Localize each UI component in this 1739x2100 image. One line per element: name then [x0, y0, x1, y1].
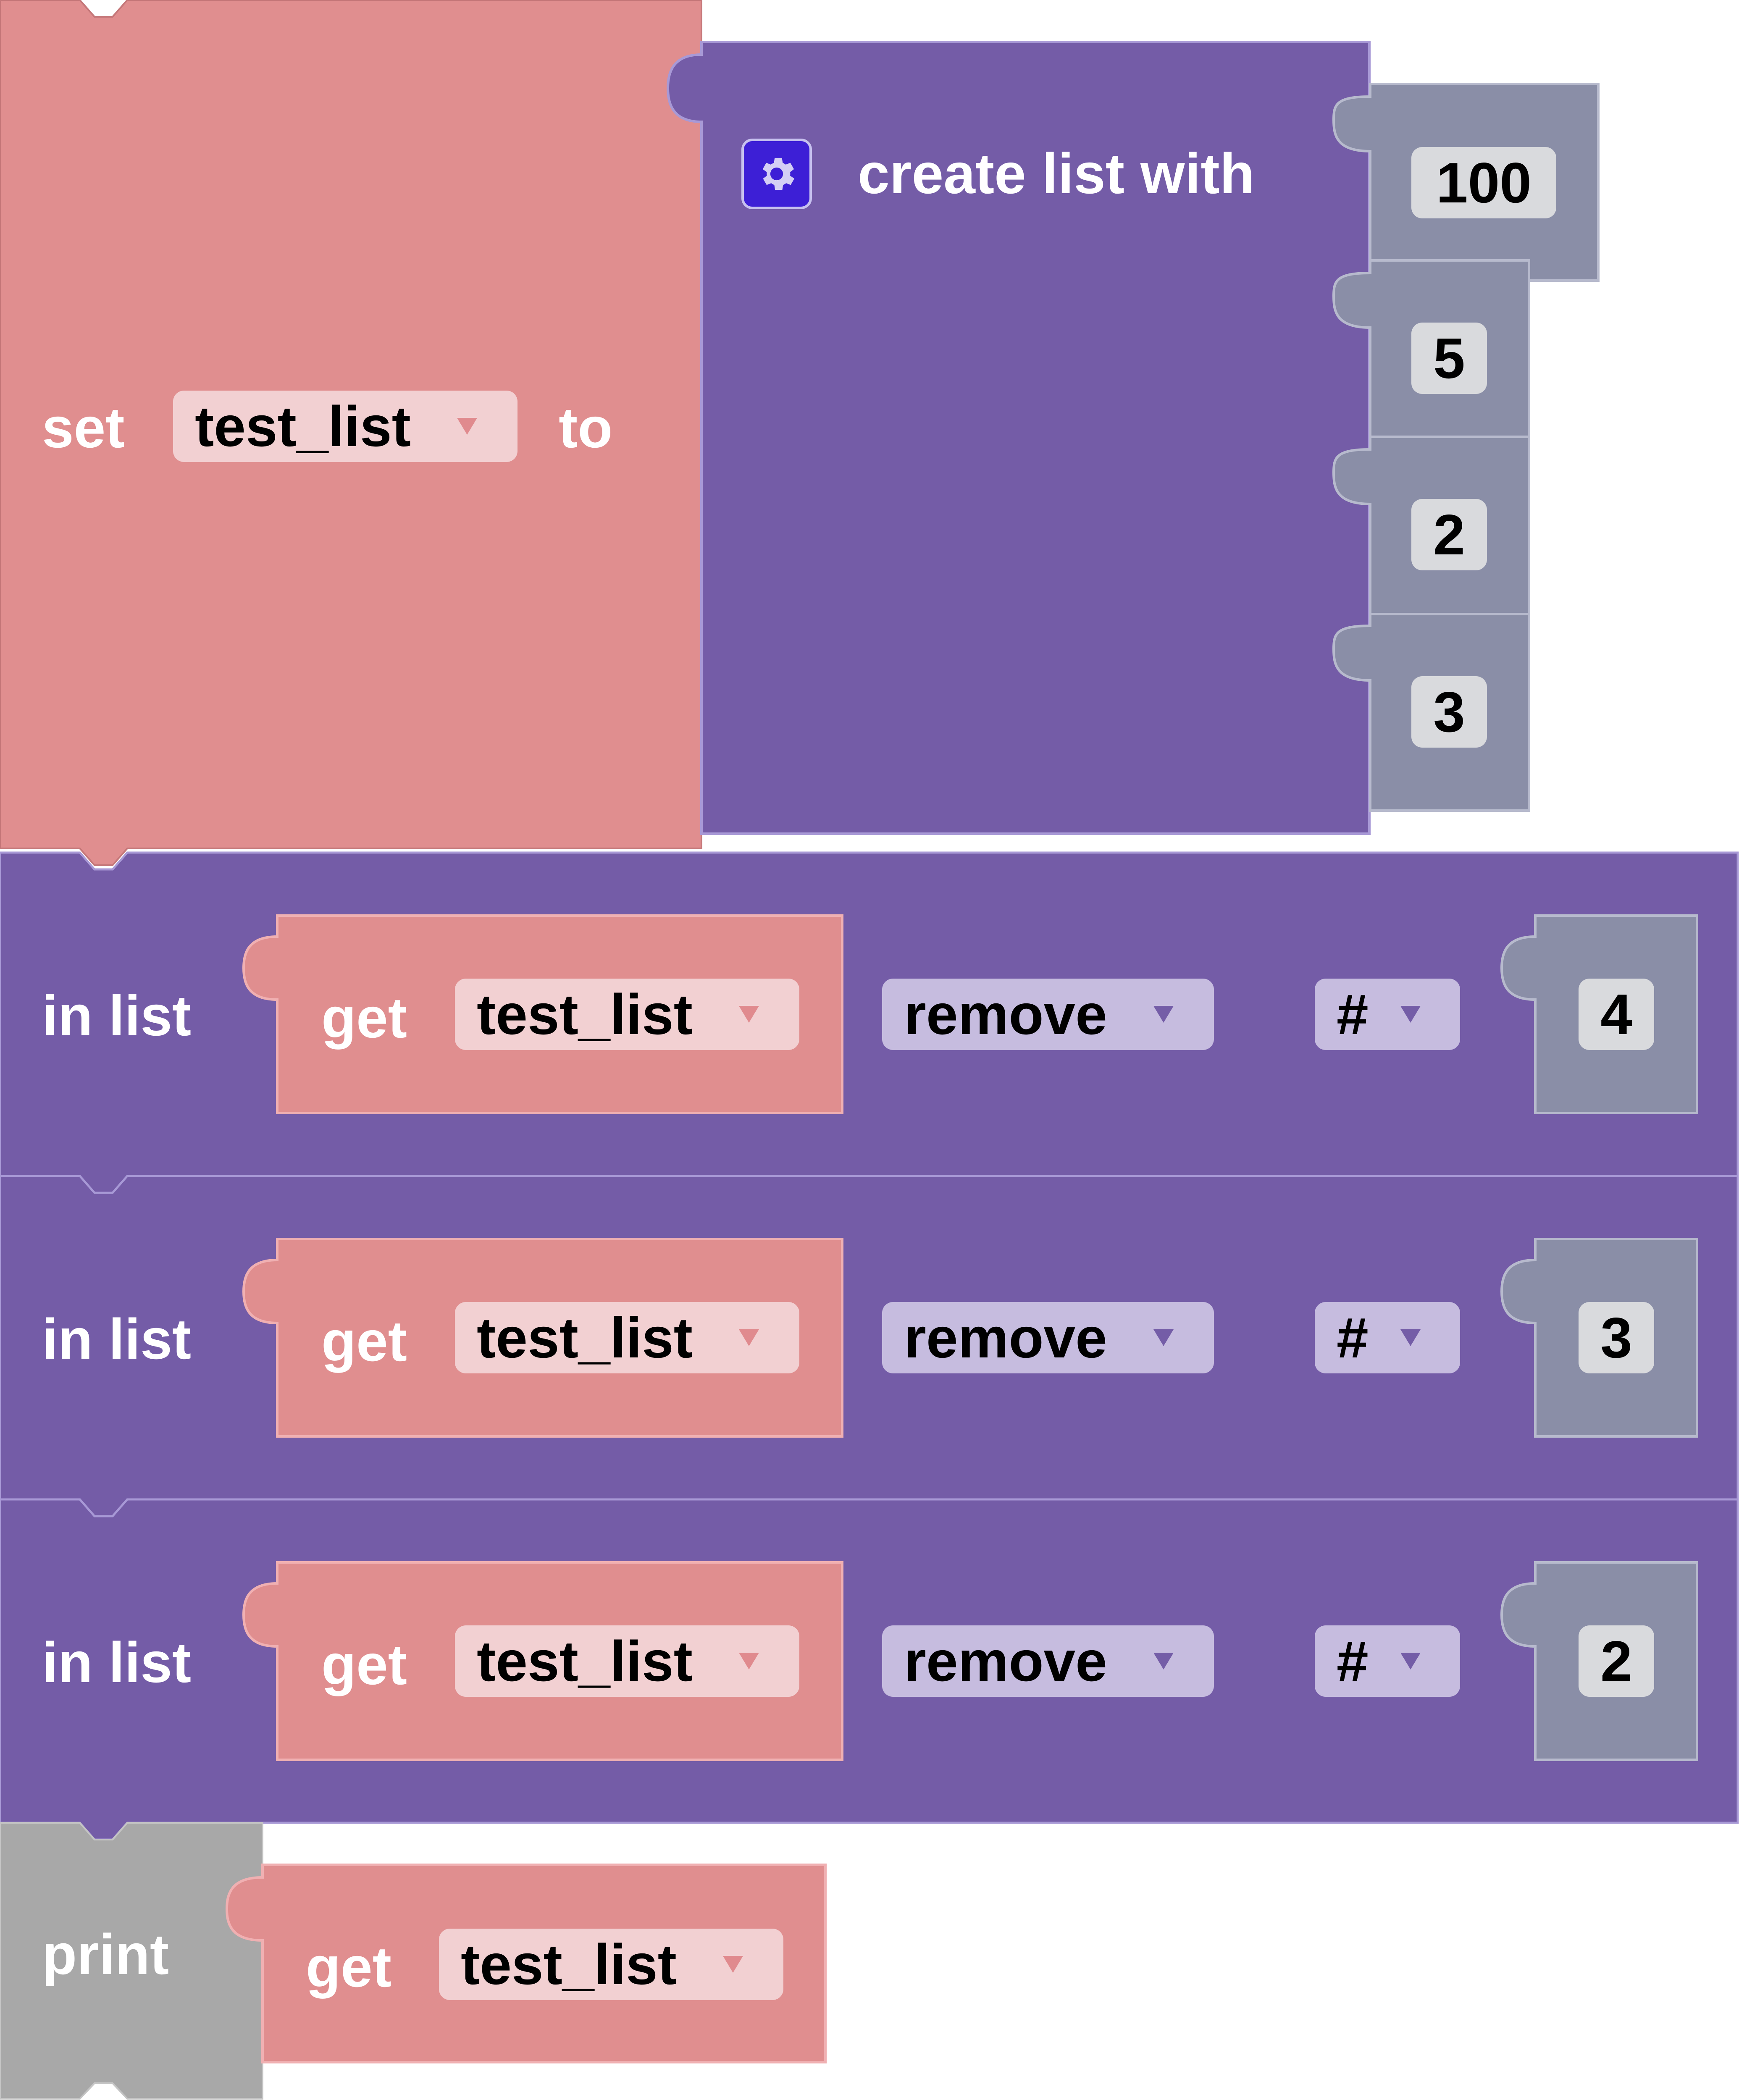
- mutator-button[interactable]: [741, 139, 812, 209]
- dropdown-arrow-icon: [1400, 1653, 1421, 1670]
- mode-label: remove: [904, 1306, 1107, 1370]
- get-label: get: [306, 1935, 391, 1999]
- get-label: get: [321, 1633, 407, 1696]
- dropdown-arrow-icon: [739, 1006, 759, 1023]
- dropdown-arrow-icon: [723, 1956, 743, 1973]
- number-field-item-2[interactable]: 5: [1411, 323, 1487, 394]
- variable-name: test_list: [477, 982, 693, 1046]
- number-field-item-3[interactable]: 2: [1411, 499, 1487, 570]
- gear-icon: [762, 158, 795, 190]
- index-number-field[interactable]: 2: [1579, 1625, 1654, 1697]
- dropdown-arrow-icon: [739, 1329, 759, 1346]
- variable-name: test_list: [477, 1306, 693, 1370]
- where-label: #: [1337, 1306, 1369, 1370]
- variable-dropdown[interactable]: test_list: [439, 1929, 783, 2000]
- dropdown-arrow-icon: [1153, 1653, 1174, 1670]
- variable-name: test_list: [195, 394, 411, 458]
- mode-dropdown[interactable]: remove: [882, 1625, 1214, 1697]
- variable-name: test_list: [461, 1932, 677, 1996]
- mode-label: remove: [904, 1629, 1107, 1693]
- in-list-label: in list: [42, 1630, 192, 1694]
- mode-label: remove: [904, 982, 1107, 1046]
- where-label: #: [1337, 1629, 1369, 1693]
- where-dropdown[interactable]: #: [1315, 1625, 1460, 1697]
- to-keyword: to: [559, 396, 613, 459]
- dropdown-arrow-icon: [457, 418, 477, 435]
- dropdown-arrow-icon: [1400, 1329, 1421, 1346]
- get-label: get: [321, 986, 407, 1050]
- where-dropdown[interactable]: #: [1315, 979, 1460, 1050]
- dropdown-arrow-icon: [1153, 1006, 1174, 1023]
- in-list-label: in list: [42, 1307, 192, 1371]
- get-label: get: [321, 1309, 407, 1373]
- where-label: #: [1337, 982, 1369, 1046]
- dropdown-arrow-icon: [1400, 1006, 1421, 1023]
- list-remove-block-3[interactable]: [0, 1498, 1739, 1841]
- variable-dropdown[interactable]: test_list: [455, 979, 799, 1050]
- create-list-label: create list with: [858, 142, 1255, 205]
- number-field-item-4[interactable]: 3: [1411, 676, 1487, 748]
- dropdown-arrow-icon: [1153, 1329, 1174, 1346]
- variable-name: test_list: [477, 1629, 693, 1693]
- in-list-label: in list: [42, 984, 192, 1047]
- dropdown-arrow-icon: [739, 1653, 759, 1670]
- list-remove-block-1[interactable]: [0, 851, 1739, 1194]
- variable-dropdown[interactable]: test_list: [455, 1625, 799, 1697]
- variable-dropdown[interactable]: test_list: [173, 391, 517, 462]
- mode-dropdown[interactable]: remove: [882, 1302, 1214, 1373]
- print-label: print: [42, 1922, 169, 1986]
- number-field-item-1[interactable]: 100: [1411, 147, 1556, 218]
- index-number-field[interactable]: 4: [1579, 979, 1654, 1050]
- where-dropdown[interactable]: #: [1315, 1302, 1460, 1373]
- variable-dropdown[interactable]: test_list: [455, 1302, 799, 1373]
- mode-dropdown[interactable]: remove: [882, 979, 1214, 1050]
- list-remove-block-2[interactable]: [0, 1175, 1739, 1517]
- print-block[interactable]: [0, 1822, 263, 2100]
- create-list-block[interactable]: [666, 41, 1371, 835]
- set-keyword: set: [42, 396, 125, 459]
- index-number-field[interactable]: 3: [1579, 1302, 1654, 1373]
